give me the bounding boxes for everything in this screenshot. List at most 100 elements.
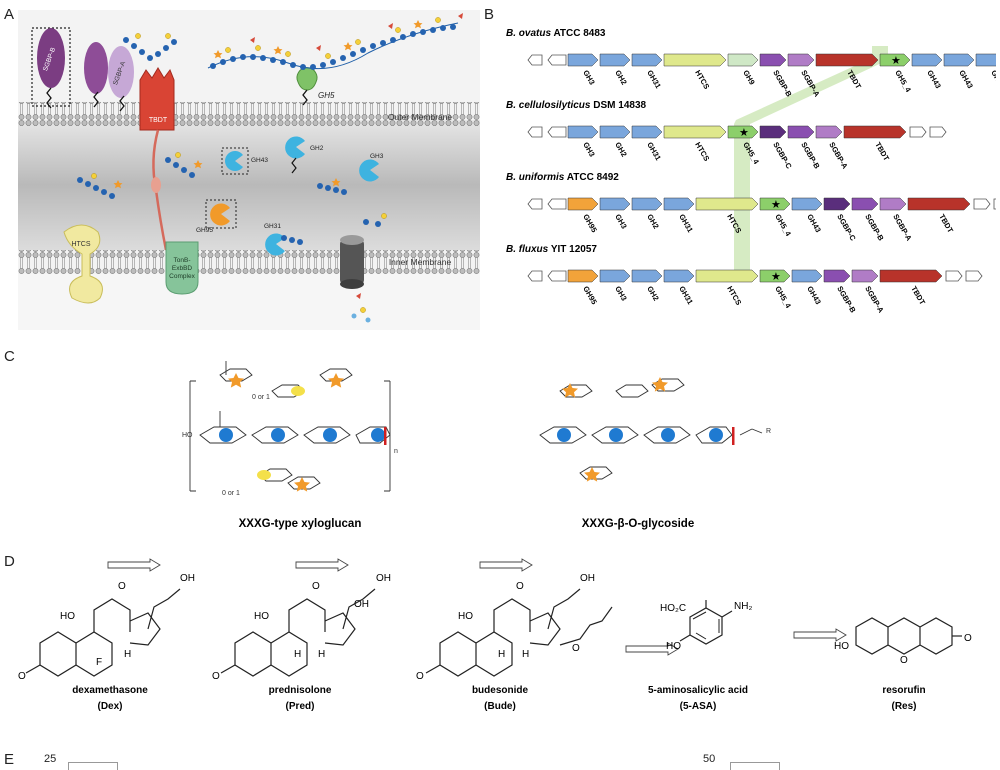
tonb-complex: [165, 241, 199, 295]
panel-e-legend-right: [730, 762, 780, 770]
svg-text:O: O: [212, 671, 220, 682]
gene-arrow-flank: [909, 126, 927, 138]
resorufin-structure: HO O O: [793, 617, 972, 666]
gene-label: GH3: [581, 69, 597, 87]
glycoside-structure: [539, 378, 763, 480]
gene-label: GH9: [741, 69, 757, 87]
gh2-label: GH2: [310, 145, 324, 152]
gene-arrow-flank: [973, 198, 991, 210]
gene-arrow: [851, 197, 879, 211]
panel-d-compounds: O OH HO O F H dexamethasone (Dex) O OH O…: [18, 558, 972, 712]
gene-arrow: [823, 269, 851, 283]
panel-e-legend-left: [68, 762, 118, 770]
gene-arrow: [599, 125, 631, 139]
xg-n-label: n: [394, 448, 398, 455]
panel-e-tick-right: 50: [703, 753, 716, 765]
gene-label: GH43: [957, 69, 975, 90]
gene-arrow-flank: [993, 198, 996, 210]
gene-arrow: [695, 197, 759, 211]
panel-c-structures: HO 0 or 1 0 or 1 n R XXXG-type xylogluca…: [182, 361, 771, 530]
gene-arrow: [727, 125, 759, 139]
gene-arrow: [599, 197, 631, 211]
sgbp-b-second: [84, 42, 108, 94]
svg-text:F: F: [96, 657, 102, 668]
gene-arrow: [823, 197, 851, 211]
locus-label-uniformis: B. uniformis ATCC 8492: [506, 172, 619, 183]
compound-abbr-bude: (Bude): [484, 701, 516, 712]
gh5-star-icon: ★: [771, 271, 781, 283]
gh31-enzyme: [265, 233, 285, 256]
gene-arrow-flank: [929, 126, 947, 138]
compound-name-pred: prednisolone: [269, 685, 332, 696]
gene-label: HTCS: [725, 285, 743, 307]
gene-label: TBDT: [909, 285, 927, 307]
htcs-sensor: [63, 224, 103, 304]
gh31-label: GH31: [264, 223, 281, 230]
locus-label-cellulosilyticus: B. cellulosilyticus DSM 14838: [506, 100, 647, 111]
svg-text:H: H: [124, 649, 131, 660]
svg-text:HO: HO: [60, 611, 75, 622]
svg-text:O: O: [416, 671, 424, 682]
prednisolone-structure: O OH OH HO O H H: [212, 558, 391, 682]
panel-letter-b: B: [484, 6, 495, 23]
svg-text:H: H: [522, 649, 529, 660]
gene-arrow: [599, 53, 631, 67]
gene-arrow: [599, 269, 631, 283]
gh5-star-icon: ★: [739, 127, 749, 139]
tbdt-label: TBDT: [149, 117, 168, 124]
gene-arrow: [663, 53, 727, 67]
gene-arrow-flank: [965, 270, 983, 282]
gene-arrow: [879, 53, 911, 67]
svg-text:NH₂: NH₂: [734, 601, 752, 612]
gene-arrow: [727, 53, 759, 67]
gene-arrow: [843, 125, 907, 139]
gene-label: GH3: [613, 213, 629, 231]
compound-abbr-pred: (Pred): [286, 701, 315, 712]
gene-arrow: [567, 53, 599, 67]
gene-arrow: [815, 53, 879, 67]
gene-arrow: [791, 269, 823, 283]
gene-arrow: [567, 269, 599, 283]
panel-letter-d: D: [4, 553, 15, 570]
gene-arrow: [631, 197, 663, 211]
gene-arrow: [787, 125, 815, 139]
gh43-label: GH43: [251, 157, 268, 164]
gene-arrow: [851, 269, 879, 283]
glycoside-r-label: R: [766, 428, 771, 435]
svg-text:H: H: [318, 649, 325, 660]
gene-arrow: [759, 197, 791, 211]
gene-arrow: [907, 197, 971, 211]
gene-label: SGBP-B: [771, 69, 794, 99]
gene-arrow-flank: [547, 198, 567, 210]
gh3-enzyme: [359, 159, 379, 182]
outer-membrane-label: Outer Membrane: [388, 112, 453, 122]
gene-arrow: [663, 269, 695, 283]
panel-letter-c: C: [4, 348, 15, 365]
gh5-highlight-band: [734, 46, 888, 272]
gene-arrow: [879, 197, 907, 211]
gene-label: GH43: [805, 213, 823, 234]
dexamethasone-structure: O OH HO O F H: [18, 558, 195, 682]
locus-label-fluxus: B. fluxus YIT 12057: [506, 244, 597, 255]
svg-text:H: H: [294, 649, 301, 660]
gene-label: SGBP-C: [771, 141, 794, 171]
gh2-enzyme: [285, 136, 305, 159]
gene-arrow: [567, 197, 599, 211]
gene-label: SGBP-B: [835, 285, 858, 315]
locus-label-ovatus: B. ovatus ATCC 8483: [506, 28, 606, 39]
caption-xxxg-glycoside: XXXG-β-O-glycoside: [582, 518, 694, 530]
gene-arrow: [567, 125, 599, 139]
5-asa-structure: HO₂C NH₂ HO: [625, 600, 752, 656]
glycan-chains: [77, 13, 463, 323]
gene-arrow-flank: [527, 198, 543, 210]
caption-xxxg-xyloglucan: XXXG-type xyloglucan: [239, 518, 362, 530]
gene-arrow: [759, 53, 787, 67]
compound-abbr-res: (Res): [891, 701, 916, 712]
inner-transporter: [340, 240, 364, 284]
gene-arrow-flank: [527, 54, 543, 66]
gene-arrow: [791, 197, 823, 211]
gene-label: GH5_4: [893, 69, 913, 95]
gh5-star-icon: ★: [891, 55, 901, 67]
htcs-label: HTCS: [71, 241, 90, 248]
svg-text:HO: HO: [458, 611, 473, 622]
